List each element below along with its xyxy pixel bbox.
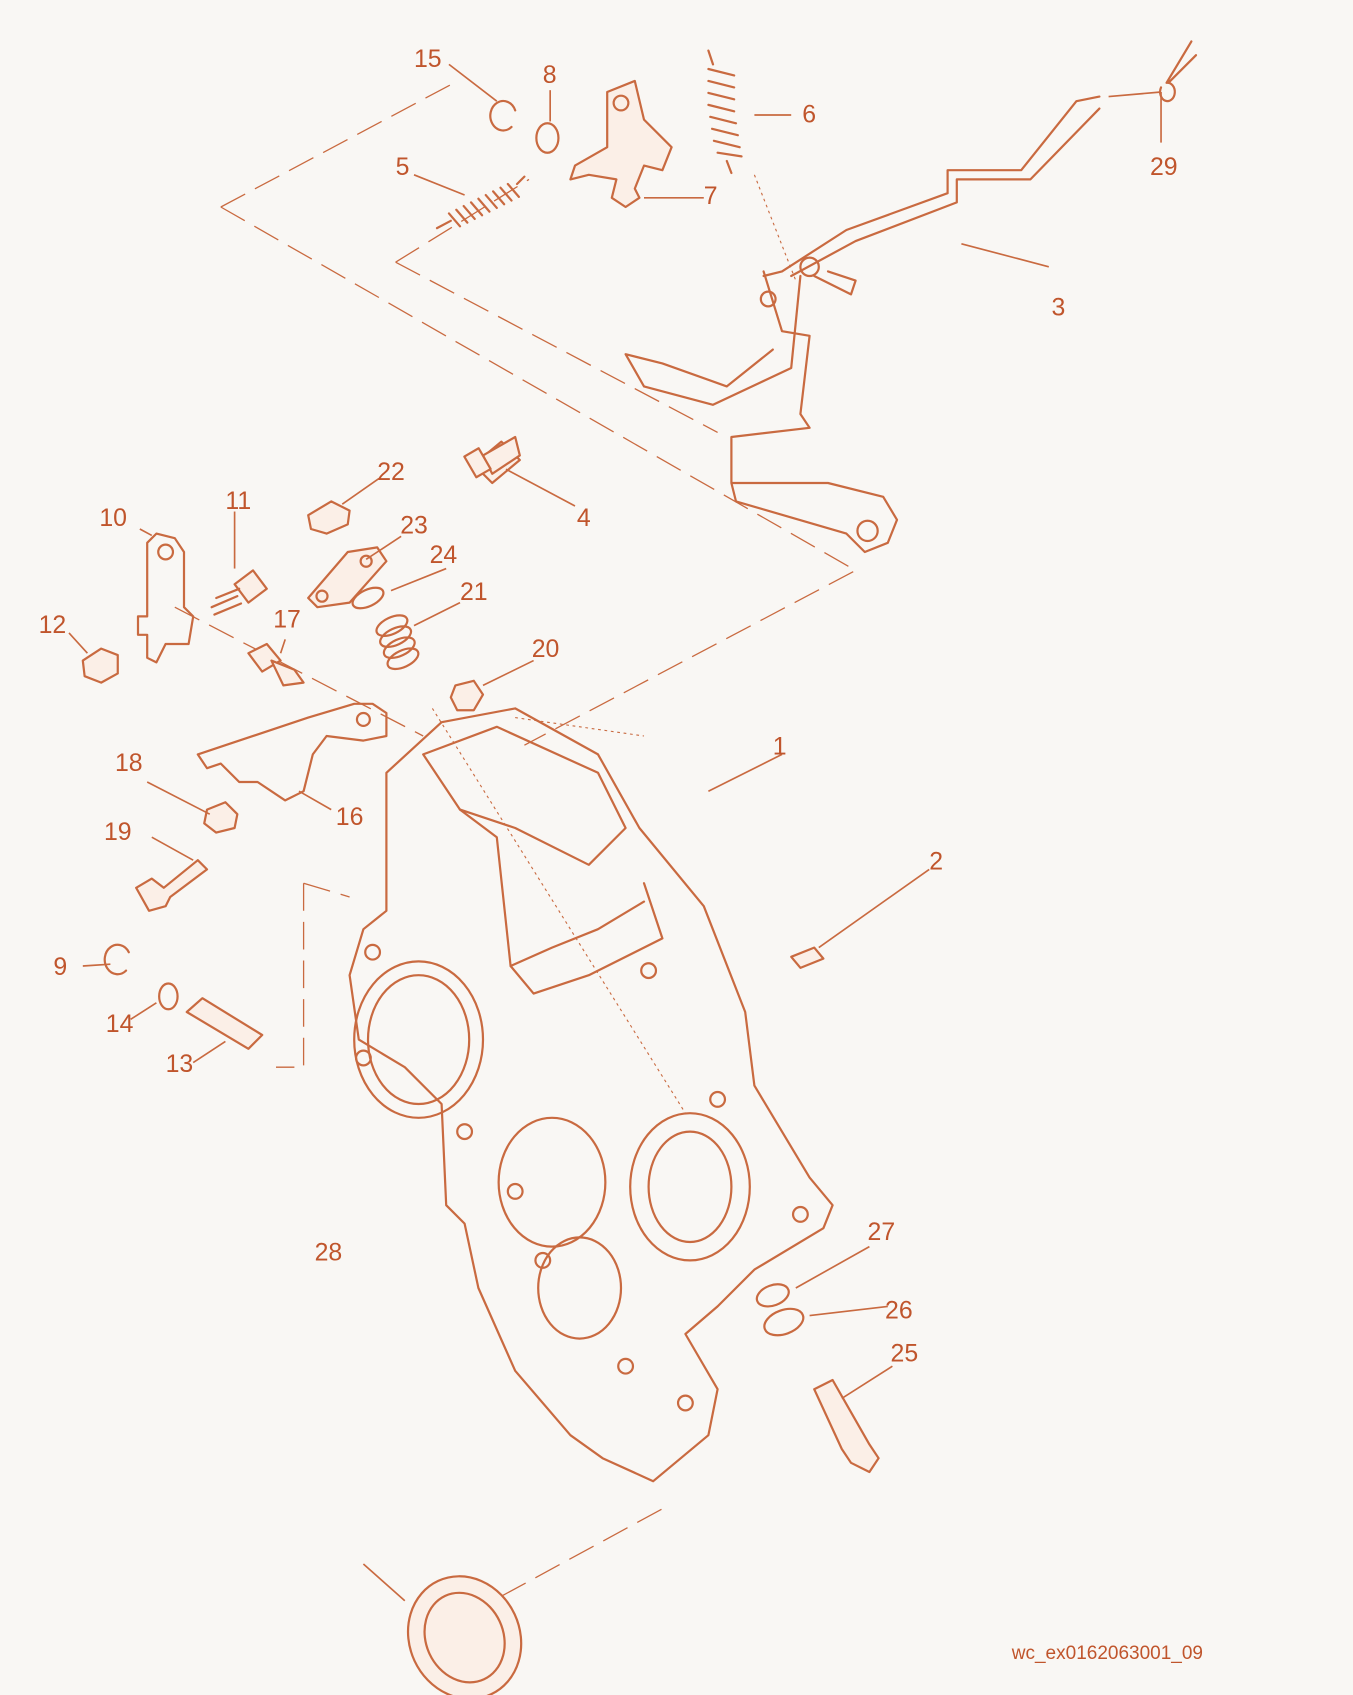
callout-21: 21 (460, 579, 488, 606)
part-4-stud (463, 435, 521, 485)
part-29-clip (1158, 40, 1198, 103)
part-14-washer (158, 982, 179, 1011)
callout-25: 25 (891, 1341, 919, 1368)
part-15-clip (489, 99, 517, 132)
callout-2: 2 (929, 848, 943, 875)
callout-7: 7 (704, 183, 718, 210)
callout-20: 20 (532, 636, 560, 663)
part-19-bolt (135, 859, 209, 912)
callout-27: 27 (868, 1219, 896, 1246)
part-11-bolt (210, 569, 268, 616)
part-10-bracket (136, 532, 195, 664)
part-21-spring (375, 614, 420, 671)
callout-12: 12 (39, 612, 67, 639)
part-17-bolt (247, 642, 305, 687)
callout-13: 13 (166, 1051, 194, 1078)
callout-16: 16 (336, 804, 364, 831)
part-28-seal-ring (406, 1575, 523, 1695)
leader-lines (68, 63, 1162, 1602)
callout-10: 10 (99, 505, 127, 532)
callout-14: 14 (106, 1011, 134, 1038)
part-27-o-ring (755, 1283, 790, 1308)
part-9-clip (103, 943, 130, 976)
part-20-nut (449, 679, 485, 712)
part-24-washer (351, 586, 385, 610)
part-1-main-housing (348, 707, 834, 1483)
callout-9: 9 (53, 954, 67, 981)
callout-22: 22 (377, 459, 405, 486)
callout-11: 11 (225, 488, 251, 515)
callout-26: 26 (885, 1297, 913, 1324)
callout-29: 29 (1150, 154, 1178, 181)
callout-labels: 1 2 3 4 5 6 7 8 9 10 11 12 13 14 15 16 1… (39, 46, 1178, 1367)
part-12-nut (81, 647, 119, 684)
part-26-washer (763, 1307, 805, 1337)
callout-1: 1 (773, 733, 787, 760)
callout-18: 18 (115, 750, 143, 777)
part-13-pin (185, 997, 264, 1050)
callout-3: 3 (1052, 295, 1066, 322)
part-18-nut (203, 801, 239, 834)
part-7-lever-shaft (569, 79, 673, 209)
callout-19: 19 (104, 819, 132, 846)
part-5-spring (435, 175, 526, 230)
callout-5: 5 (396, 154, 410, 181)
callout-8: 8 (543, 62, 557, 89)
callout-17: 17 (273, 606, 301, 633)
part-2-dowel (790, 946, 825, 969)
part-6-spring (707, 49, 797, 281)
callout-4: 4 (577, 505, 591, 532)
part-23-plate (307, 546, 388, 609)
callout-15: 15 (414, 46, 442, 73)
part-25-bolt (813, 1378, 880, 1474)
reference-code: wc_ex0162063001_09 (1011, 1643, 1203, 1664)
part-8-washer (535, 122, 560, 154)
callout-23: 23 (400, 513, 428, 540)
assembly-guide-lines (174, 84, 857, 1597)
part-22-nut (307, 500, 351, 535)
callout-28: 28 (315, 1239, 343, 1266)
part-3-lever-bracket (624, 95, 1101, 554)
part-16-linkage-arm (196, 702, 388, 802)
callout-24: 24 (430, 542, 458, 569)
callout-6: 6 (802, 101, 816, 128)
